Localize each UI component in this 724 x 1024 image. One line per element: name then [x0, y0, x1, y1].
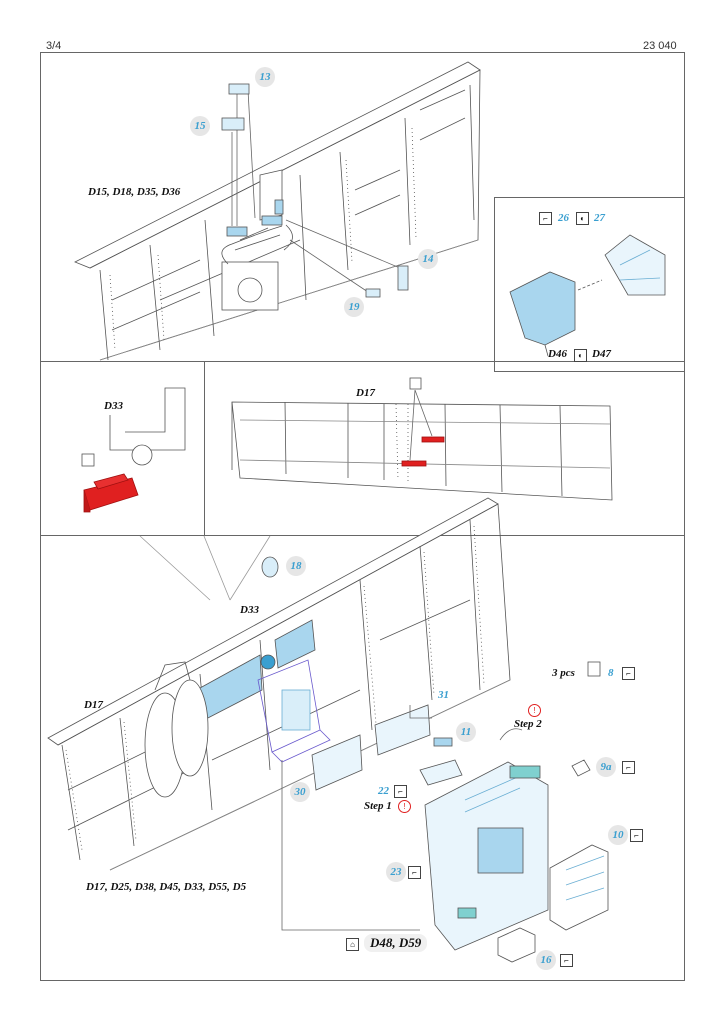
callout-14: 14 — [418, 249, 438, 269]
callout-27: 27 — [594, 212, 605, 224]
panel-bottom — [40, 535, 685, 981]
callout-9a: 9a — [596, 757, 616, 777]
glue-icon-8: ⌐ — [622, 667, 635, 680]
callout-8: 8 — [608, 667, 614, 679]
callout-23: 23 — [386, 862, 406, 882]
product-code: 23 040 — [643, 40, 677, 52]
inset-label-d46: D46 — [548, 348, 567, 360]
warning-icon-step1: ! — [398, 800, 411, 813]
callout-30: 30 — [290, 782, 310, 802]
glue-icon-23: ⌐ — [408, 866, 421, 879]
callout-13: 13 — [255, 67, 275, 87]
mid-right-label: D17 — [356, 387, 375, 399]
callout-16: 16 — [536, 950, 556, 970]
warning-icon-step2: ! — [528, 704, 541, 717]
pcs-label: 3 pcs — [552, 667, 575, 679]
glue-icon-9a: ⌐ — [622, 761, 635, 774]
callout-31: 31 — [438, 689, 449, 701]
glue-icon-22: ⌐ — [394, 785, 407, 798]
callout-26: 26 — [558, 212, 569, 224]
glue-icon-10: ⌐ — [630, 829, 643, 842]
callout-11: 11 — [456, 722, 476, 742]
callout-18: 18 — [286, 556, 306, 576]
step2-label: Step 2 — [514, 718, 542, 730]
left-right-icon: ◐ — [576, 212, 589, 225]
d48-d59-label: D48, D59 — [364, 934, 428, 952]
callout-15: 15 — [190, 116, 210, 136]
step1-label: Step 1 — [364, 800, 392, 812]
inset-label-d47: D47 — [592, 348, 611, 360]
glue-icon: ⌐ — [539, 212, 552, 225]
bottom-label-d17: D17 — [84, 699, 103, 711]
callout-22: 22 — [378, 785, 389, 797]
page-number: 3/4 — [46, 40, 62, 52]
callout-10: 10 — [608, 825, 628, 845]
top-part-label: D15, D18, D35, D36 — [88, 186, 181, 198]
glue-icon-16: ⌐ — [560, 954, 573, 967]
bottom-part-list: D17, D25, D38, D45, D33, D55, D5 — [86, 881, 247, 893]
reference-icon: ⌂ — [346, 938, 359, 951]
bottom-label-d33: D33 — [240, 604, 259, 616]
left-right-icon-2: ◐ — [574, 349, 587, 362]
mid-left-label: D33 — [104, 400, 123, 412]
callout-19: 19 — [344, 297, 364, 317]
